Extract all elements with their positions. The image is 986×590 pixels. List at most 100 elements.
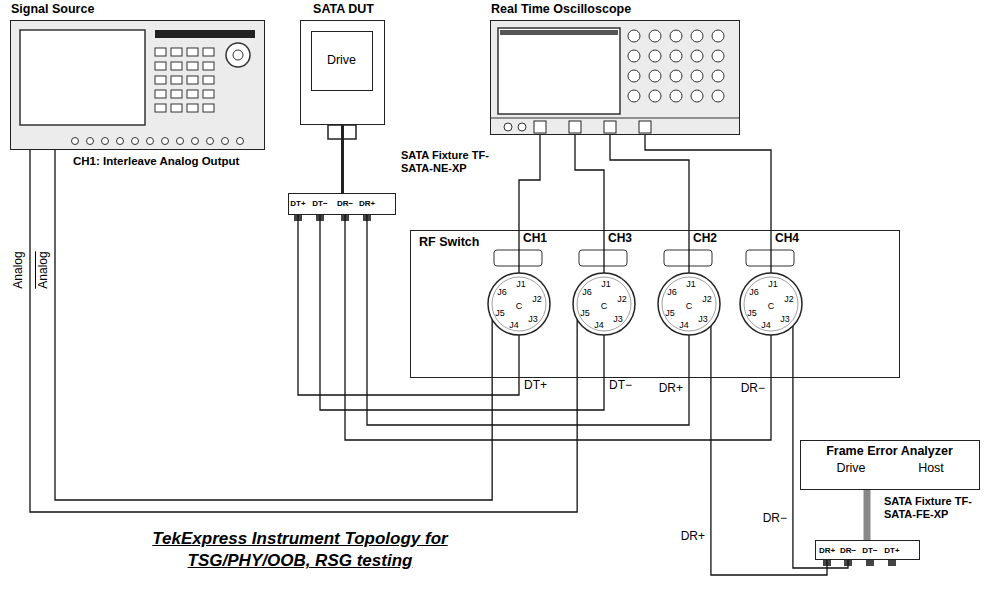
pin-name: DT− <box>312 199 327 208</box>
sma-connector <box>888 560 896 566</box>
rf-switch-panel: RF SwitchJ1J6J2CJ5J3J4 J1J6J2CJ5J3J4 J1J6J… <box>410 230 900 378</box>
scope-knob <box>628 30 640 42</box>
instrument-button <box>203 48 214 56</box>
node-title: RF Switch <box>419 235 499 249</box>
cable <box>610 135 689 273</box>
signal-name: DT− <box>608 379 633 393</box>
cable <box>345 215 771 440</box>
node-title: SATA DUT <box>286 2 401 16</box>
pin-name: DR+ <box>819 546 835 555</box>
scope-knob <box>628 90 640 102</box>
port-label: J5 <box>492 308 508 318</box>
instrument-port <box>222 138 229 145</box>
pin-name: DT+ <box>884 546 899 555</box>
scope-knob <box>691 30 703 42</box>
switch-outline <box>488 273 550 335</box>
scope-knob <box>712 50 724 62</box>
pin-name: DR+ <box>359 199 375 208</box>
rotary-switch: J1J6J2CJ5J3J4 <box>487 272 551 336</box>
port-label: C <box>596 301 612 311</box>
pin-name: DR− <box>840 546 856 555</box>
switch-outline <box>573 273 635 335</box>
port-label: J2 <box>529 294 545 304</box>
instrument-button <box>171 62 182 70</box>
frame-error-analyzer: Frame Error AnalyzerDrive Host <box>800 440 980 490</box>
scope-controls <box>628 30 724 102</box>
rotary-switch: J1J6J2CJ5J3J4 <box>572 272 636 336</box>
fixture-connectors <box>823 560 896 566</box>
instrument-button <box>155 62 166 70</box>
rotary-switch: J1J6J2CJ5J3J4 <box>739 272 803 336</box>
switch-outline <box>658 273 720 335</box>
scope-input <box>534 121 546 133</box>
scope-knob <box>712 30 724 42</box>
port-label: J4 <box>591 320 607 330</box>
scope-knob <box>691 70 703 82</box>
port-label: J5 <box>662 308 678 318</box>
instrument-port <box>237 138 244 145</box>
instrument-button <box>171 76 182 84</box>
instrument-button <box>155 90 166 98</box>
scope-knob <box>670 50 682 62</box>
switch-ring <box>662 277 716 331</box>
instrument-port <box>192 138 199 145</box>
scope-knob <box>670 30 682 42</box>
switch-window <box>664 250 712 266</box>
instrument-button <box>171 104 182 112</box>
rotary-switch: J1J6J2CJ5J3J4 <box>657 272 721 336</box>
port-label: J4 <box>506 320 522 330</box>
port-label: J3 <box>695 314 711 324</box>
switch-ring <box>744 277 798 331</box>
instrument-port <box>87 138 94 145</box>
channel-label: CH4 <box>775 232 799 246</box>
instrument-button <box>203 76 214 84</box>
scope-front-edge <box>490 118 740 119</box>
port-label: Drive <box>821 461 881 475</box>
cable <box>30 150 577 512</box>
port-label: J3 <box>777 314 793 324</box>
scope-knob <box>691 90 703 102</box>
scope-title-bar <box>500 30 618 35</box>
cable <box>367 215 689 425</box>
cable <box>864 490 871 540</box>
port-label: Host <box>901 461 961 475</box>
scope-body <box>490 20 740 135</box>
instrument-button <box>171 48 182 56</box>
port-label: C <box>681 301 697 311</box>
cable <box>55 150 492 500</box>
oscilloscope: Real Time Oscilloscope <box>490 20 740 135</box>
signal-source: Signal SourceCH1: Interleave Analog Outp… <box>10 20 265 150</box>
scope-screen <box>498 28 620 114</box>
instrument-button <box>187 62 198 70</box>
switch-window <box>494 250 542 266</box>
node-title: Signal Source <box>11 2 231 16</box>
signal-name: DR+ <box>658 382 684 396</box>
port-label: J2 <box>699 294 715 304</box>
instrument-button <box>155 104 166 112</box>
instrument-knob <box>233 50 243 60</box>
cable <box>519 135 540 273</box>
pin-name: DR− <box>337 199 353 208</box>
signal-name: DR− <box>762 512 788 526</box>
port-label: J5 <box>577 308 593 318</box>
instrument-button <box>203 90 214 98</box>
instrument-port <box>147 138 154 145</box>
scope-button <box>518 123 526 131</box>
cable <box>645 135 771 273</box>
instrument-port <box>162 138 169 145</box>
scope-knob <box>649 90 661 102</box>
port-label: J2 <box>614 294 630 304</box>
instrument-port <box>177 138 184 145</box>
scope-knob <box>712 90 724 102</box>
cable <box>320 215 604 410</box>
signal-name: DR+ <box>680 530 706 544</box>
node-title: Drive <box>312 53 371 67</box>
scope-input <box>604 121 616 133</box>
switch-outline <box>740 273 802 335</box>
cable <box>341 125 344 193</box>
instrument-knob <box>226 43 250 67</box>
node-title: Frame Error Analyzer <box>801 444 978 458</box>
scope-knob <box>649 70 661 82</box>
port-label: CH1: Interleave Analog Output <box>73 155 273 168</box>
instrument-button <box>187 104 198 112</box>
